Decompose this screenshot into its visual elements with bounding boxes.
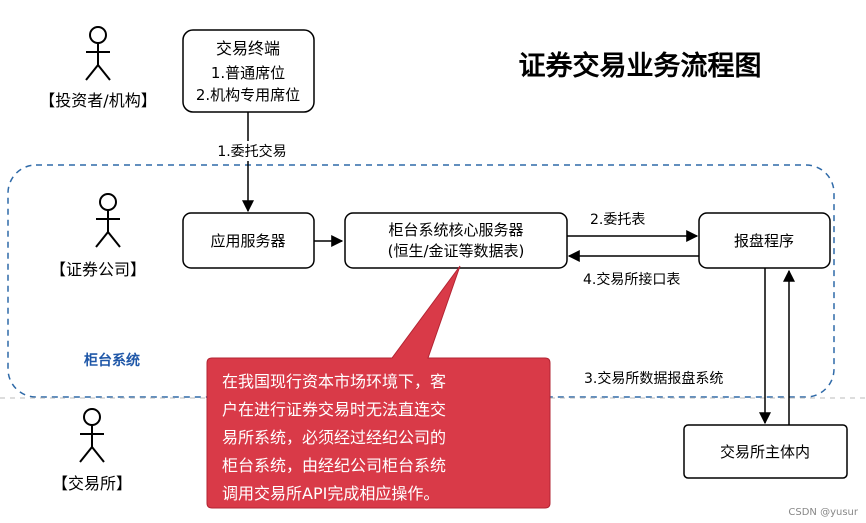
broker-label: 【证券公司】 (50, 260, 146, 279)
callout-line: 在我国现行资本市场环境下，客 (222, 372, 446, 391)
edge-label-report-system: 3.交易所数据报盘系统 (584, 370, 723, 387)
edge-label-delegate-table: 2.委托表 (590, 212, 645, 228)
exchange-actor-icon (79, 408, 105, 463)
investor-actor-icon (85, 26, 111, 81)
callout-line: 户在进行证券交易时无法直连交 (222, 400, 446, 419)
trading-terminal-line: 1.普通席位 (211, 64, 285, 82)
region-label: 柜台系统 (84, 352, 140, 369)
app-server-label: 应用服务器 (210, 232, 285, 250)
report-program-label: 报盘程序 (734, 232, 794, 250)
callout-line: 柜台系统，由经纪公司柜台系统 (222, 456, 446, 475)
trading-terminal-line: 2.机构专用席位 (196, 86, 300, 104)
callout-bubble (206, 265, 551, 509)
diagram-title: 证券交易业务流程图 (519, 50, 762, 82)
edge-label-bg (204, 141, 300, 161)
exchange-host-node (683, 424, 848, 479)
trading-terminal-title: 交易终端 (216, 39, 280, 58)
core-server-title: 柜台系统核心服务器 (388, 221, 523, 239)
exchange-label: 【交易所】 (52, 474, 132, 493)
core-server-subtitle: (恒生/金证等数据表) (388, 242, 525, 260)
exchange-host-label: 交易所主体内 (720, 443, 810, 461)
callout-line: 易所系统，必须经过经纪公司的 (222, 428, 446, 447)
edge-label-bg (582, 368, 758, 388)
callout-line: 调用交易所API完成相应操作。 (222, 484, 439, 503)
counter-system-region (7, 164, 835, 398)
edge-label-delegate-trade: 1.委托交易 (217, 143, 286, 160)
core-server-node (344, 212, 568, 269)
watermark: CSDN @yusur (788, 507, 858, 518)
broker-actor-icon (95, 193, 121, 248)
edge-label-interface-table: 4.交易所接口表 (583, 271, 680, 288)
investor-label: 【投资者/机构】 (39, 91, 156, 110)
